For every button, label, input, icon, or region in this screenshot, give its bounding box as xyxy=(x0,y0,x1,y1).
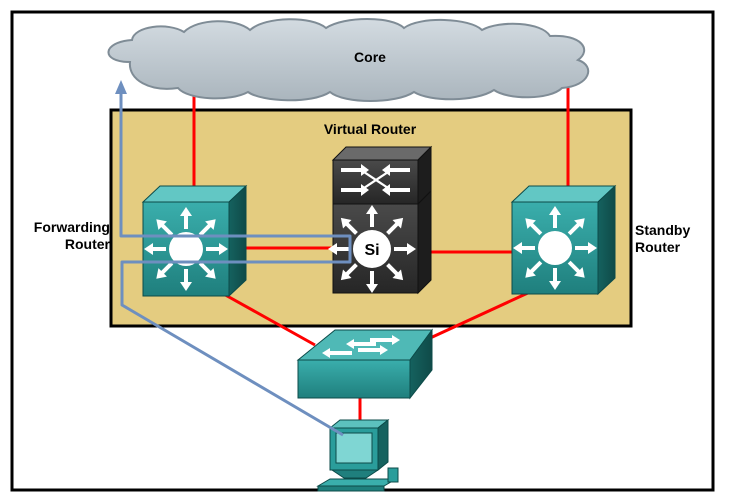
switch-arrows-icon xyxy=(322,335,400,358)
link-standby-switch xyxy=(414,290,531,347)
standby-router-label: Standby Router xyxy=(635,222,715,256)
standby-router-label-line-2: Router xyxy=(635,239,681,255)
traffic-path-arrowhead-icon xyxy=(115,80,127,94)
traffic-path-line xyxy=(119,92,352,437)
virtual-router-label: Virtual Router xyxy=(323,121,417,137)
si-badge: Si xyxy=(364,242,379,259)
core-label: Core xyxy=(354,49,386,65)
star-arrows-icon xyxy=(328,205,416,293)
virtual-router-catalyst-icon: Si xyxy=(328,145,433,295)
star-arrows-icon xyxy=(144,207,228,291)
forwarding-router-label-line-1: Forwarding xyxy=(33,219,110,235)
forwarding-router-label: Forwarding Router xyxy=(14,219,110,253)
link-forwarding-switch xyxy=(219,290,316,347)
standby-router-label-line-1: Standby xyxy=(635,222,691,238)
standby-router-switch-icon xyxy=(510,184,617,296)
traffic-path xyxy=(119,92,352,437)
workstation-icon xyxy=(316,418,399,492)
lan-switch-icon xyxy=(296,328,433,400)
forwarding-router-label-line-2: Router xyxy=(64,236,110,252)
forwarding-router-switch-icon xyxy=(141,184,248,298)
crossbar-arrows-icon xyxy=(341,164,410,196)
star-arrows-icon xyxy=(513,206,597,290)
cloud-icon xyxy=(107,18,590,102)
